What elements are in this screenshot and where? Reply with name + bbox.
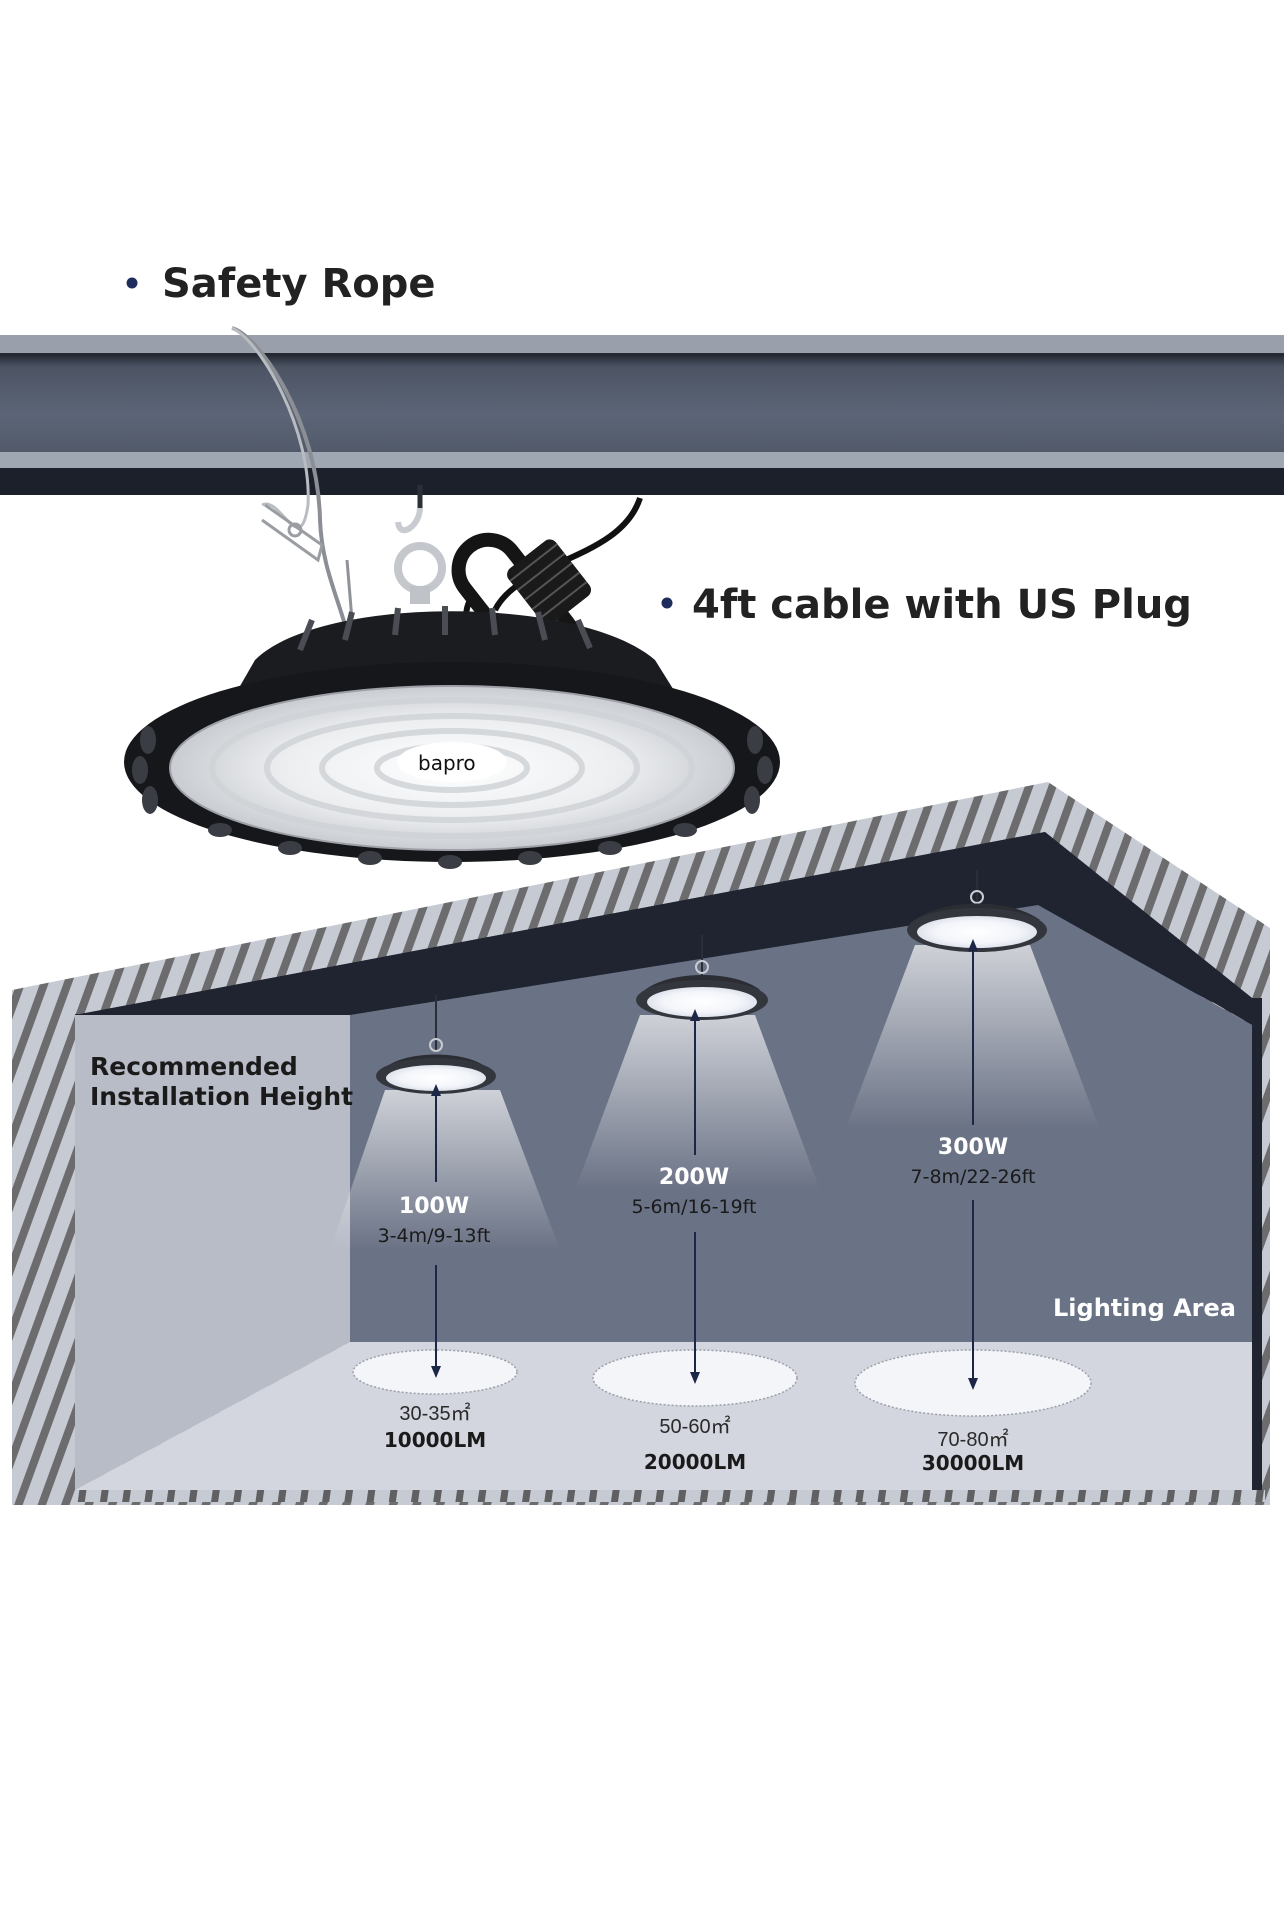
lumens-label: 20000LM [644, 1450, 746, 1474]
area-label: 50-60㎡ [659, 1414, 730, 1438]
height-label: 5-6m/16-19ft [632, 1196, 757, 1218]
ufo-high-bay-light: bapro [124, 606, 780, 869]
light-cones [330, 945, 1100, 1250]
arrow-200w [690, 1009, 700, 1384]
side-wall [75, 1015, 350, 1490]
bullet-icon [661, 597, 673, 609]
model-300w-labels: 300W 7-8m/22-26ft [911, 1135, 1036, 1188]
cable-label: 4ft cable with US Plug [692, 582, 1192, 628]
model-300w-specs: 70-80㎡ 30000LM [922, 1427, 1024, 1475]
brand-logo: bapro [418, 751, 476, 775]
light-fixture-100w [376, 995, 496, 1094]
ceiling-beam [0, 335, 1284, 495]
lighting-area-label: Lighting Area [1053, 1294, 1236, 1322]
light-fixture-200w [636, 935, 768, 1020]
bullet-icon [126, 277, 138, 289]
height-arrows [431, 939, 978, 1390]
wattage-label: 300W [938, 1135, 1008, 1160]
cable-feature: 4ft cable with US Plug [661, 582, 1192, 628]
arrow-100w [431, 1084, 441, 1378]
height-label: 3-4m/9-13ft [378, 1225, 491, 1247]
installation-title-line2: Installation Height [90, 1082, 353, 1111]
wattage-label: 100W [399, 1194, 469, 1219]
area-label: 70-80㎡ [937, 1427, 1008, 1451]
safety-rope-icon [231, 326, 354, 651]
safety-rope-label: Safety Rope [162, 261, 436, 307]
model-100w-specs: 30-35㎡ 10000LM [384, 1401, 486, 1452]
model-200w-specs: 50-60㎡ 20000LM [644, 1414, 746, 1474]
light-fixture-300w [907, 870, 1047, 952]
area-label: 30-35㎡ [399, 1401, 470, 1425]
lumens-label: 10000LM [384, 1428, 486, 1452]
safety-rope-feature: Safety Rope [126, 261, 436, 307]
arrow-300w [968, 939, 978, 1390]
installation-title-line1: Recommended [90, 1052, 298, 1081]
wattage-label: 200W [659, 1165, 729, 1190]
hanging-hook-icon [394, 485, 446, 604]
height-label: 7-8m/22-26ft [911, 1166, 1036, 1188]
lumens-label: 30000LM [922, 1451, 1024, 1475]
model-200w-labels: 200W 5-6m/16-19ft [632, 1165, 757, 1218]
model-100w-labels: 100W 3-4m/9-13ft [378, 1194, 491, 1247]
